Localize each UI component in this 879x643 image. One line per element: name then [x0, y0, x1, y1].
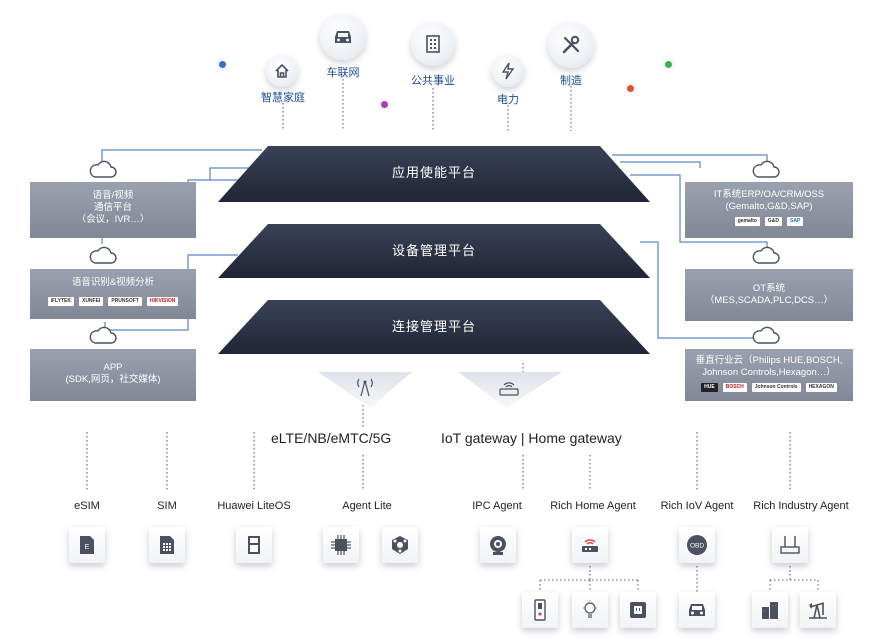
cloud-icon [752, 246, 780, 264]
vendor-logo: BOSCH [722, 383, 747, 392]
box-it-systems: IT系统ERP/OA/CRM/OSS (Gemalto,G&D,SAP) gem… [685, 182, 853, 238]
box-line: 语音/视频 [92, 190, 134, 201]
decor-dot [219, 61, 226, 68]
box-line: OT系统 [752, 283, 786, 294]
esim-letter: E [85, 544, 90, 551]
smart-socket-icon [620, 592, 656, 628]
agent-label-rich-home: Rich Home Agent [550, 500, 636, 512]
cloud-icon [89, 326, 117, 344]
vendor-logo: iFLYTEK [47, 297, 74, 306]
smart-lock-icon [522, 592, 558, 628]
logo-row: gemalto G&D SAP [685, 217, 853, 226]
cloud-icon [89, 246, 117, 264]
wireless-network-triangle [318, 372, 412, 408]
vendor-logo: HIKVISION [146, 297, 179, 306]
cloud-icon [752, 160, 780, 178]
vendor-logo: gemalto [734, 217, 760, 226]
platform-label: 设备管理平台 [391, 243, 476, 258]
platform-application-enablement: 应用使能平台 [218, 140, 650, 210]
vendor-logo: HEXAGON [805, 383, 837, 392]
box-voice-video-platform: 语音/视频 通信平台 （会议，IVR…） [30, 182, 196, 238]
agent-label-agent-lite: Agent Lite [342, 500, 392, 512]
box-line: APP [103, 362, 123, 373]
sim-card-icon [149, 527, 185, 563]
box-vertical-industry-cloud: 垂直行业云（Philips HUE,BOSCH, Johnson Control… [685, 349, 853, 401]
vendor-logo: G&D [764, 217, 782, 226]
platform-label: 连接管理平台 [391, 319, 476, 334]
gateway-triangle [458, 372, 562, 408]
logo-row: iFLYTEK XUNFEI PRUNSOFT HIKVISION [30, 297, 196, 306]
gateway-label: IoT gateway | Home gateway [441, 430, 622, 446]
cloud-icon [752, 326, 780, 344]
vendor-logo: PRUNSOFT [108, 297, 142, 306]
box-line: （会议，IVR…） [76, 214, 150, 225]
ip-camera-icon [480, 527, 516, 563]
vendor-logo: SAP [787, 217, 804, 226]
platform-device-management: 设备管理平台 [218, 222, 650, 282]
lightning-icon [492, 55, 524, 87]
logo-row: HUE BOSCH Johnson Controls HEXAGON [685, 383, 853, 392]
box-line: (Gemalto,G&D,SAP) [725, 201, 813, 212]
industry-label-iov: 车联网 [326, 67, 360, 79]
smart-bulb-icon [572, 592, 608, 628]
industry-label-utilities: 公共事业 [411, 75, 455, 87]
platform-connection-management: 连接管理平台 [218, 298, 650, 358]
agent-label-esim: eSIM [74, 500, 100, 512]
industry-label-manufacturing: 制造 [560, 75, 582, 87]
obd-device-icon: OBD [679, 527, 715, 563]
obd-text: OBD [690, 543, 704, 550]
box-line: (SDK,网页，社交媒体) [65, 374, 161, 385]
home-router-icon [572, 527, 608, 563]
industrial-gateway-icon [772, 527, 808, 563]
tools-icon [548, 22, 594, 68]
decor-dot [381, 101, 388, 108]
agent-label-liteos: Huawei LiteOS [217, 500, 291, 512]
car-icon [320, 14, 366, 60]
box-line: （MES,SCADA,PLC,DCS…） [704, 295, 834, 306]
box-line: 语音识别&视频分析 [71, 277, 155, 288]
decor-dot [627, 85, 634, 92]
vendor-logo: XUNFEI [78, 297, 104, 306]
city-buildings-icon [752, 592, 788, 628]
vehicle-icon [679, 592, 715, 628]
liteos-device-icon [236, 527, 272, 563]
box-line: 垂直行业云（Philips HUE,BOSCH, [695, 355, 843, 366]
vendor-logo: HUE [701, 383, 718, 392]
esim-card-icon: E [69, 527, 105, 563]
box-ot-systems: OT系统 （MES,SCADA,PLC,DCS…） [685, 269, 853, 321]
industry-label-power: 电力 [497, 94, 519, 106]
box-app: APP (SDK,网页，社交媒体) [30, 349, 196, 401]
box-speech-video-analysis: 语音识别&视频分析 iFLYTEK XUNFEI PRUNSOFT HIKVIS… [30, 269, 196, 319]
wireless-network-label: eLTE/NB/eMTC/5G [271, 430, 392, 446]
cloud-icon [89, 160, 117, 178]
oil-pump-icon [800, 592, 836, 628]
agent-label-sim: SIM [157, 500, 177, 512]
box-line: 通信平台 [93, 202, 132, 213]
cube-icon [382, 527, 418, 563]
house-icon [266, 55, 298, 87]
box-line: IT系统ERP/OA/CRM/OSS [713, 189, 825, 200]
agent-label-rich-industry: Rich Industry Agent [753, 500, 849, 512]
agent-label-rich-iov: Rich IoV Agent [660, 500, 734, 512]
vendor-logo: Johnson Controls [751, 383, 801, 392]
box-line: Johnson Controls,Hexagon…） [702, 367, 836, 378]
industry-label-home: 智慧家庭 [261, 92, 305, 104]
platform-label: 应用使能平台 [391, 165, 476, 180]
chip-icon [323, 527, 359, 563]
agent-label-ipc: IPC Agent [472, 500, 522, 512]
building-icon [411, 22, 455, 66]
decor-dot [665, 61, 672, 68]
